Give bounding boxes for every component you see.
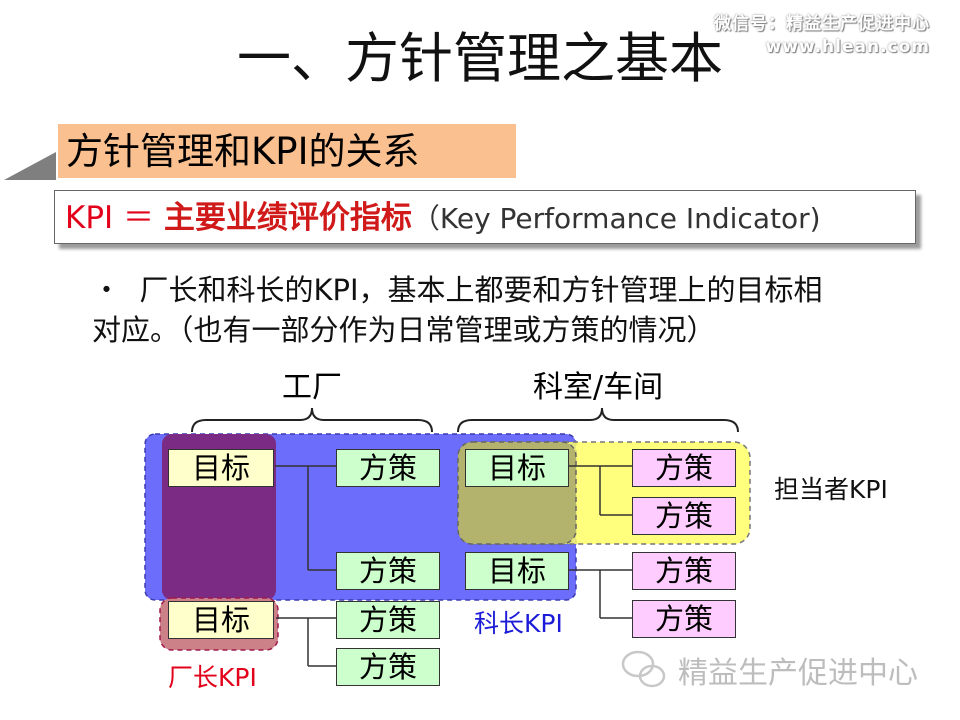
- header-section: 科室/车间: [533, 370, 664, 405]
- director-measure-box-1: 方策: [336, 601, 440, 639]
- kpi-english: （Key Performance Indicator): [411, 202, 821, 235]
- decorative-wedge: [4, 152, 56, 180]
- owner-measure-box-1: 方策: [632, 449, 736, 487]
- bullet-paragraph: ・ 厂长和科长的KPI，基本上都要和方针管理上的目标相 对应。（也有一部分作为日…: [92, 270, 912, 350]
- section-brace: [457, 407, 739, 433]
- bullet-mark: ・: [92, 273, 122, 307]
- director-goal-box: 目标: [168, 601, 274, 639]
- page-title: 一、方针管理之基本: [237, 27, 723, 90]
- bullet-line-1: ・ 厂长和科长的KPI，基本上都要和方针管理上的目标相: [92, 270, 912, 310]
- label-director-kpi: 厂长KPI: [168, 663, 257, 692]
- section-subtitle: 方针管理和KPI的关系: [58, 124, 516, 178]
- factory-goal-box: 目标: [168, 449, 274, 487]
- section-measure-box-1: 方策: [632, 552, 736, 590]
- header-factory: 工厂: [282, 370, 342, 405]
- section-goal-box-1: 目标: [465, 449, 569, 487]
- wechat-icon: [621, 650, 666, 688]
- watermark-wechat-id: 微信号：精益生产促进中心: [714, 14, 930, 34]
- kpi-definition-box: KPI ＝ 主要业绩评价指标（Key Performance Indicator…: [54, 190, 916, 244]
- label-section-kpi: 科长KPI: [474, 609, 563, 638]
- bullet-line-2: 对应。（也有一部分作为日常管理或方策的情况）: [92, 313, 716, 347]
- section-goal-box-2: 目标: [465, 552, 569, 590]
- factory-measure-box-1: 方策: [336, 449, 440, 487]
- bottom-watermark: 精益生产促进中心: [678, 656, 918, 691]
- factory-brace: [191, 407, 433, 433]
- kpi-meaning: 主要业绩评价指标: [163, 200, 412, 236]
- owner-measure-box-2: 方策: [632, 497, 736, 535]
- director-measure-box-2: 方策: [336, 648, 440, 686]
- watermark-url: www.hlean.com: [765, 37, 930, 57]
- section-measure-box-2: 方策: [632, 600, 736, 638]
- factory-measure-box-2: 方策: [336, 552, 440, 590]
- bullet-text-1: 厂长和科长的KPI，基本上都要和方针管理上的目标相: [139, 273, 823, 307]
- label-owner-kpi: 担当者KPI: [774, 475, 888, 504]
- kpi-term: KPI ＝: [65, 200, 164, 236]
